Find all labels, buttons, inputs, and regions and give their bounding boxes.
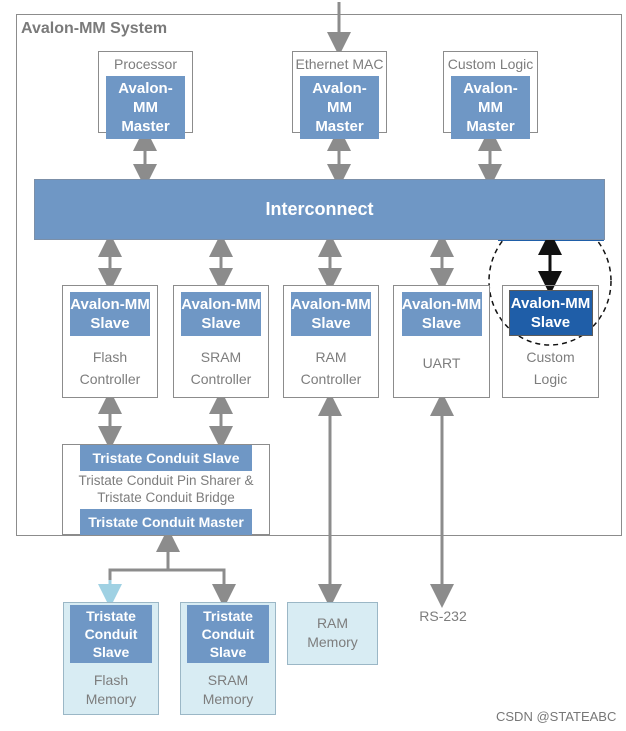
rs232-label: RS-232 xyxy=(419,608,467,624)
flash-slave-port: Avalon-MM Slave xyxy=(70,292,150,336)
port-line1: Tristate xyxy=(86,608,136,624)
custom-logic-label: Custom Logic xyxy=(447,56,534,72)
port-line2: Slave xyxy=(421,315,462,332)
system-title: Avalon-MM System xyxy=(21,20,168,37)
name-line1: Flash xyxy=(93,672,129,688)
port-line1: Avalon-MM xyxy=(401,296,482,313)
port-line2: Slave xyxy=(530,314,571,331)
ram-slave-port: Avalon-MM Slave xyxy=(291,292,371,336)
tristate-bridge-block: Tristate Conduit Slave Tristate Conduit … xyxy=(62,444,270,535)
port-line1: Avalon-MM xyxy=(291,296,371,313)
tristate-conduit-master-port: Tristate Conduit Master xyxy=(80,509,252,535)
name-line1: RAM xyxy=(316,615,349,631)
name-line1: Custom xyxy=(526,349,575,365)
name-line1: UART xyxy=(422,355,461,371)
custom-logic-slave-port: Avalon-MM Slave xyxy=(508,290,593,336)
custom-logic-master-port: Avalon-MM Master xyxy=(451,76,530,139)
port-line2: Conduit xyxy=(84,626,138,642)
watermark-text: CSDN @STATEABC xyxy=(496,709,617,724)
sram-controller-label: SRAM Controller xyxy=(174,346,268,390)
port-line1: Avalon-MM xyxy=(118,80,173,116)
processor-block: Processor Avalon-MM Master xyxy=(98,51,193,139)
port-line2: Master xyxy=(466,118,515,135)
port-line1: Avalon-MM xyxy=(70,296,150,313)
custom-logic-master-block: Custom Logic Avalon-MM Master xyxy=(443,51,538,139)
interconnect-bar: Interconnect xyxy=(34,179,605,240)
uart-label: UART xyxy=(394,352,489,374)
name-line2: Logic xyxy=(533,371,568,387)
port-line1: Avalon-MM xyxy=(463,80,518,116)
port-line1: Tristate xyxy=(203,608,253,624)
processor-master-port: Avalon-MM Master xyxy=(106,76,185,139)
sram-controller-block: Avalon-MM Slave SRAM Controller xyxy=(173,285,269,398)
port-line2: Slave xyxy=(311,315,351,332)
name-line2: Memory xyxy=(307,634,358,650)
port-line1: Avalon-MM xyxy=(510,295,591,312)
ram-controller-block: Avalon-MM Slave RAM Controller xyxy=(283,285,379,398)
bridge-line1: Tristate Conduit Pin Sharer & xyxy=(78,473,254,488)
avalon-mm-system-frame xyxy=(16,14,622,536)
port-line2: Master xyxy=(121,118,170,135)
ram-controller-label: RAM Controller xyxy=(284,346,378,390)
bridge-line2: Tristate Conduit Bridge xyxy=(97,490,235,505)
name-line2: Controller xyxy=(190,371,252,387)
tristate-conduit-slave-port: Tristate Conduit Slave xyxy=(80,445,252,471)
port-line3: Slave xyxy=(92,644,130,660)
ram-memory-block: RAM Memory xyxy=(287,602,378,665)
name-line1: SRAM xyxy=(207,672,249,688)
ethernet-master-port: Avalon-MM Master xyxy=(300,76,379,139)
ram-memory-label: RAM Memory xyxy=(288,614,377,652)
processor-label: Processor xyxy=(113,56,178,72)
uart-slave-port: Avalon-MM Slave xyxy=(401,292,482,336)
sram-memory-label: SRAM Memory xyxy=(181,671,275,709)
uart-block: Avalon-MM Slave UART xyxy=(393,285,490,398)
ethernet-mac-block: Ethernet MAC Avalon-MM Master xyxy=(292,51,387,139)
name-line2: Controller xyxy=(300,371,362,387)
port-line3: Slave xyxy=(209,644,247,660)
port-line2: Slave xyxy=(201,315,241,332)
port-line2: Slave xyxy=(90,315,130,332)
name-line2: Controller xyxy=(79,371,141,387)
highlight-dashed-circle xyxy=(488,216,612,346)
name-line1: RAM xyxy=(315,349,347,365)
port-line2: Master xyxy=(315,118,364,135)
port-line1: Avalon-MM xyxy=(312,80,367,116)
name-line2: Memory xyxy=(202,691,254,707)
tristate-branch-line xyxy=(108,568,226,594)
ethernet-mac-label: Ethernet MAC xyxy=(295,56,384,72)
port-line2: Conduit xyxy=(201,626,255,642)
tristate-bridge-label: Tristate Conduit Pin Sharer & Tristate Co… xyxy=(63,472,269,506)
name-line1: SRAM xyxy=(200,349,242,365)
port-line1: Avalon-MM xyxy=(181,296,261,313)
name-line2: Memory xyxy=(85,691,137,707)
sram-slave-port: Avalon-MM Slave xyxy=(181,292,261,336)
name-line1: Flash xyxy=(92,349,128,365)
